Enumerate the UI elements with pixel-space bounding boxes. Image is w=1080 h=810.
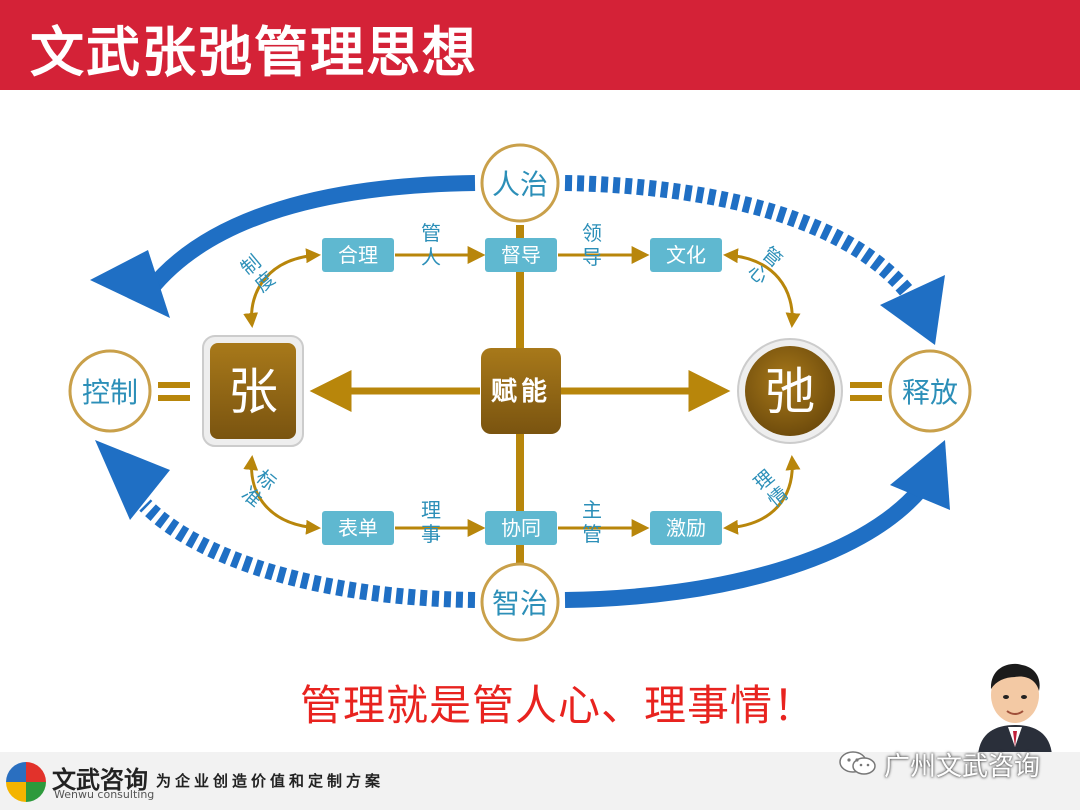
wechat-account-name: 广州文武咨询 xyxy=(884,752,1041,782)
label-guanren: 管人 xyxy=(421,221,441,269)
box-jili: 激励 xyxy=(650,511,722,545)
brand-name-en: Wenwu consulting xyxy=(54,788,155,801)
svg-text:弛: 弛 xyxy=(765,363,815,421)
svg-text:释放: 释放 xyxy=(902,376,958,409)
title-bar xyxy=(0,0,1080,90)
box-wenhua: 文化 xyxy=(650,238,722,272)
curve-top-right xyxy=(723,248,801,328)
box-xietong: 协同 xyxy=(485,511,557,545)
vertical-label-char: 管 xyxy=(582,522,602,546)
vertical-label-char: 理 xyxy=(421,498,441,522)
avatar xyxy=(978,663,1052,755)
svg-text:合理: 合理 xyxy=(338,243,378,267)
curve-top-left xyxy=(243,248,321,328)
vertical-label-char: 领 xyxy=(582,221,602,245)
svg-text:赋能: 赋能 xyxy=(491,376,551,407)
blue-arrow-top-left xyxy=(90,175,476,318)
label-lingdao: 领导 xyxy=(582,221,602,269)
svg-text:控制: 控制 xyxy=(82,376,138,409)
vertical-label-char: 管 xyxy=(421,221,441,245)
circle-zhizhi: 智治 xyxy=(480,562,560,642)
vertical-label-char: 导 xyxy=(582,245,602,269)
brand-logo-icon xyxy=(6,762,46,802)
vertical-label-char: 人 xyxy=(421,245,441,269)
management-diagram: 合理 督导 文化 表单 协同 激励 管人 领导 理事 主管 制度 管心 标准 理… xyxy=(68,143,972,642)
brand-tagline: 为企业创造价值和定制方案 xyxy=(156,772,385,790)
blue-arrow-bottom-left-dashed xyxy=(95,440,476,608)
equals-right xyxy=(850,382,882,401)
node-funeng: 赋能 xyxy=(481,348,561,434)
vertical-label-char: 事 xyxy=(421,522,441,546)
node-zhang: 张 xyxy=(202,335,304,447)
equals-left xyxy=(158,382,190,401)
label-zhidu: 制度 xyxy=(237,251,280,297)
svg-text:激励: 激励 xyxy=(666,516,706,540)
svg-text:督导: 督导 xyxy=(501,243,541,267)
svg-text:智治: 智治 xyxy=(492,587,548,620)
node-chi: 弛 xyxy=(737,338,843,444)
blue-arrow-bottom-right xyxy=(564,440,950,608)
label-liqing: 理情 xyxy=(750,466,793,512)
slogan: 管理就是管人心、理事情！ xyxy=(300,681,817,730)
page-title: 文武张弛管理思想 xyxy=(30,21,478,84)
circle-kongzhi: 控制 xyxy=(68,349,152,433)
label-zhuguan: 主管 xyxy=(582,498,602,546)
brand-name-cn: 文武咨询 xyxy=(52,766,148,794)
wechat-icon xyxy=(839,751,876,775)
box-dudao: 督导 xyxy=(485,238,557,272)
vertical-label-char: 主 xyxy=(582,498,602,522)
circle-shifang: 释放 xyxy=(888,349,972,433)
label-biaozhun: 标准 xyxy=(237,466,280,512)
box-biaodan: 表单 xyxy=(322,511,394,545)
svg-text:文化: 文化 xyxy=(666,243,706,267)
box-heli: 合理 xyxy=(322,238,394,272)
curve-bottom-right xyxy=(723,455,801,535)
label-lishi: 理事 xyxy=(421,498,441,546)
circle-renzhi: 人治 xyxy=(480,143,560,223)
svg-text:张: 张 xyxy=(228,363,278,421)
svg-text:表单: 表单 xyxy=(338,516,378,540)
curve-bottom-left xyxy=(243,455,321,535)
footer xyxy=(0,752,1080,810)
blue-arrow-top-right-dashed xyxy=(564,175,945,345)
svg-text:人治: 人治 xyxy=(492,168,548,201)
svg-text:协同: 协同 xyxy=(501,516,541,540)
